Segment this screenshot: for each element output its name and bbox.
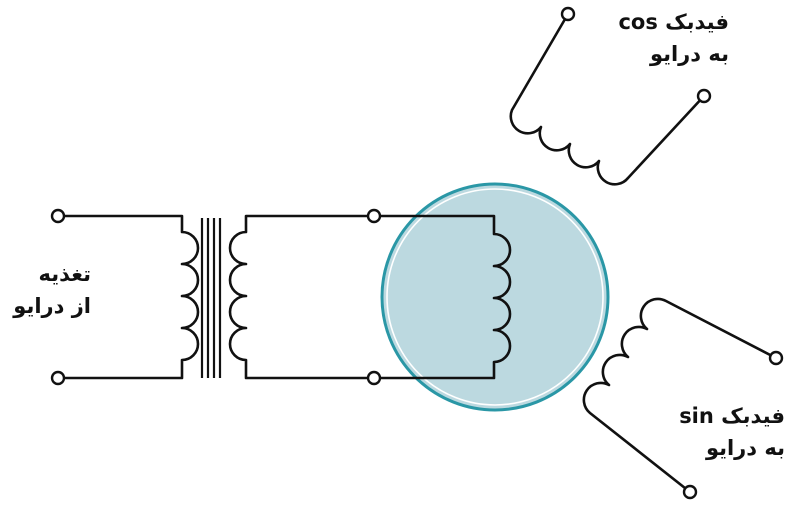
primary-winding (56, 214, 200, 380)
sin-feedback-label: فیدبک sin به درایو (679, 400, 785, 464)
terminal-rotor-top (366, 208, 382, 224)
cos-feedback-label-line1: فیدبک cos (618, 10, 729, 34)
terminal-supply-top (50, 208, 66, 224)
cos-stator-winding (509, 12, 706, 186)
terminal-supply-bottom (50, 370, 66, 386)
terminal-cos-2 (696, 88, 712, 104)
rotor-inner-ring (386, 188, 604, 406)
secondary-winding (228, 214, 374, 380)
terminal-sin-2 (682, 484, 698, 500)
terminal-rotor-bottom (366, 370, 382, 386)
supply-label: تغذیه از درایو (13, 258, 91, 322)
terminal-sin-1 (768, 350, 784, 366)
supply-label-line1: تغذیه (38, 262, 92, 286)
terminal-cos-1 (560, 6, 576, 22)
rotor-winding (374, 214, 512, 380)
cos-feedback-label: فیدبک cos به درایو (618, 6, 729, 70)
sin-feedback-label-line1: فیدبک sin (679, 404, 785, 428)
sin-stator-winding (582, 297, 778, 494)
sin-feedback-label-line2: به درایو (705, 436, 785, 460)
cos-feedback-label-line2: به درایو (649, 42, 729, 66)
supply-label-line2: از درایو (13, 294, 91, 318)
